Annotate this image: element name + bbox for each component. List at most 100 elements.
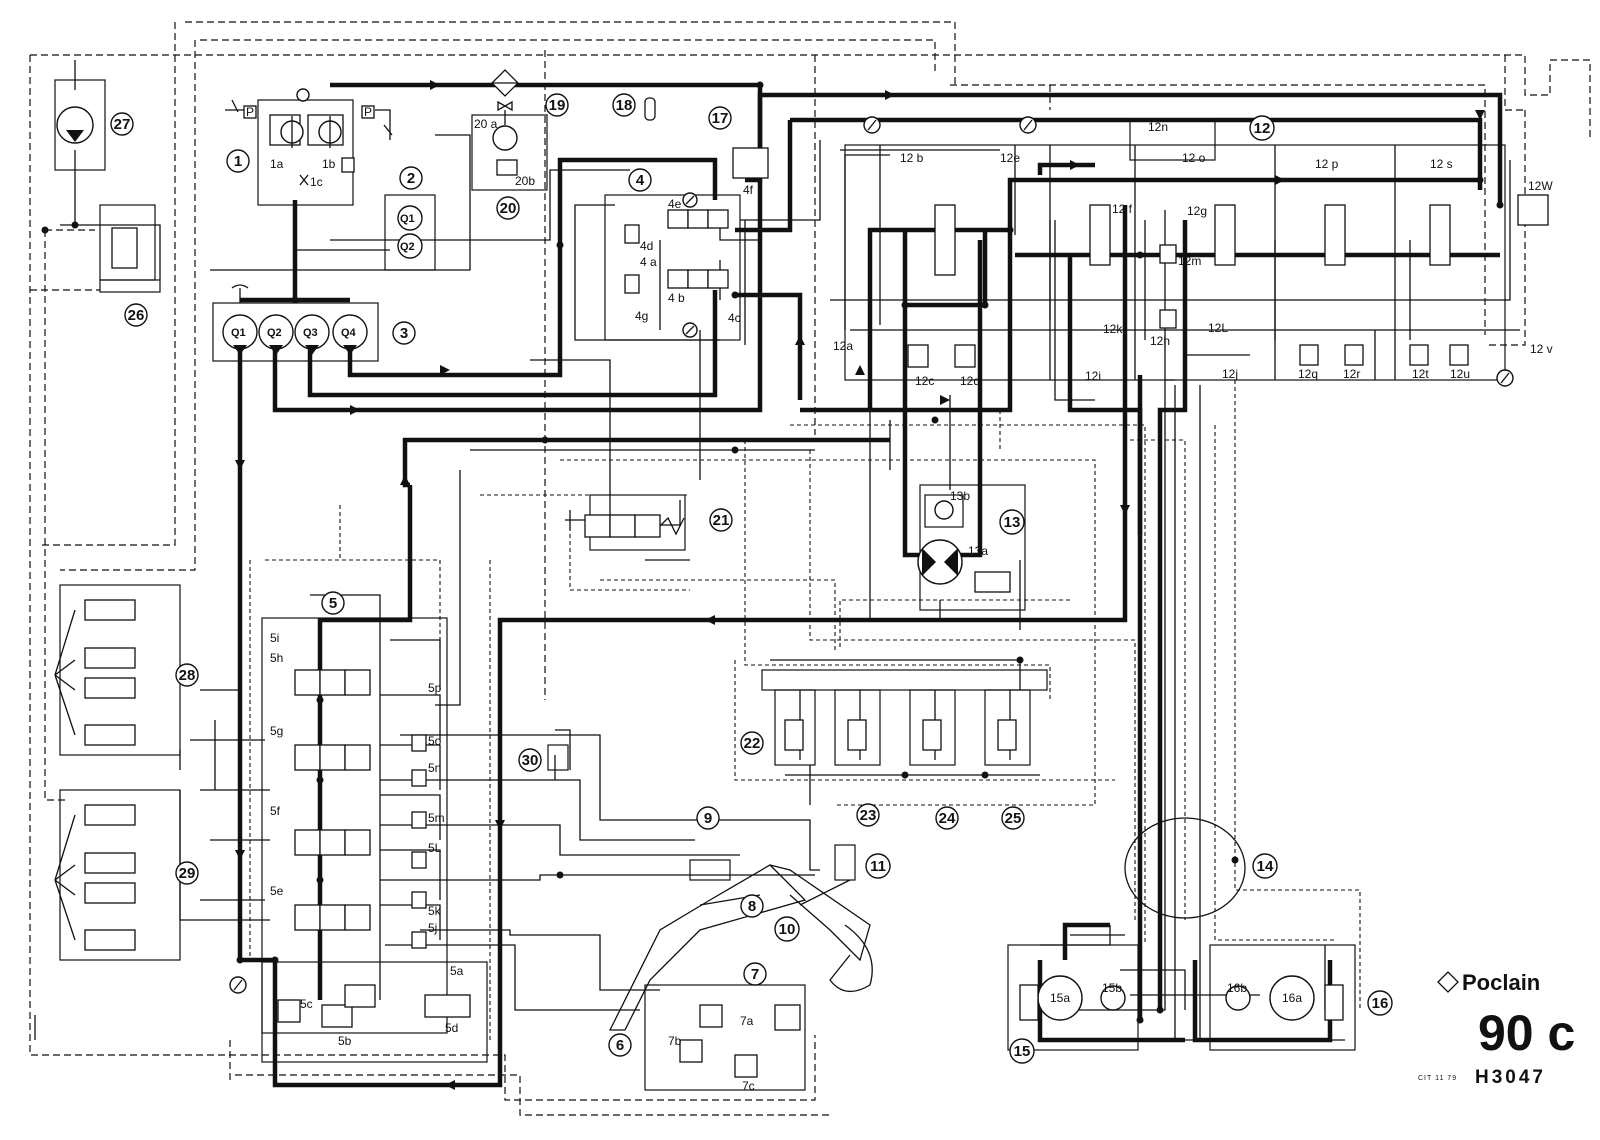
travel-motors: 15a 15b 16a 16b — [1007, 817, 1356, 1051]
label-5e: 5e — [270, 884, 284, 898]
svg-text:2: 2 — [407, 170, 415, 187]
callout-6: 6 — [608, 1033, 632, 1057]
component-13-slew-motor: 13b 13a — [917, 484, 1026, 611]
callout-4: 4 — [628, 168, 652, 192]
svg-text:13: 13 — [1004, 514, 1021, 531]
callout-17: 17 — [708, 106, 732, 130]
callout-24: 24 — [935, 806, 959, 830]
label-p2: P — [364, 105, 372, 119]
label-12l: 12L — [1208, 321, 1228, 335]
flow-arrows — [235, 80, 1485, 1090]
callout-14: 14 — [1252, 853, 1278, 879]
components-18-19-20: 20 a 20b — [471, 69, 656, 191]
label-7c: 7c — [742, 1079, 755, 1093]
pilot-lines — [29, 21, 1591, 1116]
pump-q1: Q1 — [231, 327, 246, 339]
svg-text:20: 20 — [500, 200, 517, 217]
callout-29: 29 — [175, 861, 199, 885]
svg-text:29: 29 — [179, 865, 196, 882]
label-4b: 4 b — [668, 291, 685, 305]
callout-22: 22 — [740, 731, 764, 755]
label-1a: 1a — [270, 157, 284, 171]
label-15a: 15a — [1050, 991, 1070, 1005]
label-5g: 5g — [270, 724, 283, 738]
callout-27: 27 — [110, 112, 134, 136]
svg-text:4: 4 — [636, 172, 645, 189]
callout-21: 21 — [709, 508, 733, 532]
svg-text:17: 17 — [712, 110, 729, 127]
svg-text:14: 14 — [1257, 858, 1274, 875]
pump-q3: Q3 — [303, 327, 318, 339]
label-12t: 12t — [1412, 367, 1429, 381]
label-12c: 12c — [915, 374, 934, 388]
thin-lines — [34, 60, 1520, 1041]
label-12s: 12 s — [1430, 157, 1453, 171]
drawing-reference: H3047 — [1475, 1067, 1546, 1088]
label-12i: 12i — [1085, 369, 1101, 383]
pump2-q2: Q2 — [400, 241, 415, 253]
label-4g: 4g — [635, 309, 648, 323]
boom-arm-bucket: 7a 7b 7c — [608, 864, 873, 1093]
label-12f: 12 f — [1112, 202, 1133, 216]
title-block: Poclain 90 c CIT 11 79 H3047 — [1418, 970, 1575, 1088]
callout-18: 18 — [612, 93, 636, 117]
callout-5: 5 — [321, 591, 345, 615]
label-5c: 5c — [300, 997, 313, 1011]
component-3-main-pumps: Q1 Q2 Q3 Q4 — [212, 284, 379, 362]
label-1b: 1b — [322, 157, 336, 171]
label-p1: P — [246, 105, 254, 119]
pump2-q1: Q1 — [400, 213, 415, 225]
components-22-25 — [761, 669, 1048, 766]
label-13a: 13a — [968, 544, 988, 558]
label-5k: 5k — [428, 904, 442, 918]
label-20b: 20b — [515, 174, 535, 188]
component-12-valve-bank: 12 b 12e 12n 12 o 12 p 12 s 12W 12 f 12g… — [833, 119, 1553, 388]
label-4a: 4 a — [640, 255, 657, 269]
label-12d: 12d — [960, 374, 980, 388]
label-4c: 4c — [728, 311, 741, 325]
callout-28: 28 — [175, 663, 199, 687]
pump-q2: Q2 — [267, 327, 282, 339]
label-5b: 5b — [338, 1034, 352, 1048]
callout-30: 30 — [518, 748, 542, 772]
component-2-pump: Q1 Q2 — [384, 194, 436, 271]
label-12o: 12 o — [1182, 151, 1206, 165]
main-pressure-lines — [237, 82, 1503, 1088]
label-4d: 4d — [640, 239, 653, 253]
label-16a: 16a — [1282, 991, 1302, 1005]
label-12r: 12r — [1343, 367, 1360, 381]
callout-19: 19 — [545, 93, 569, 117]
svg-text:26: 26 — [128, 307, 145, 324]
brand-name: Poclain — [1462, 970, 1540, 995]
component-21 — [565, 494, 686, 551]
svg-text:10: 10 — [779, 921, 796, 938]
label-7a: 7a — [740, 1014, 754, 1028]
svg-text:8: 8 — [748, 898, 756, 915]
callout-25: 25 — [1001, 806, 1025, 830]
label-5l: 5L — [428, 841, 442, 855]
callout-13: 13 — [999, 509, 1025, 535]
callout-20: 20 — [496, 196, 520, 220]
svg-text:24: 24 — [939, 810, 956, 827]
label-1c: 1c — [310, 175, 323, 189]
callout-3: 3 — [392, 321, 416, 345]
callout-16: 16 — [1367, 990, 1393, 1016]
callout-7: 7 — [743, 962, 767, 986]
component-1-tank: P P 1a 1b 1c — [225, 88, 393, 206]
label-12a: 12a — [833, 339, 853, 353]
svg-text:30: 30 — [522, 752, 539, 769]
svg-text:9: 9 — [704, 810, 712, 827]
label-20a: 20 a — [474, 117, 498, 131]
label-16b: 16b — [1227, 981, 1247, 995]
svg-text:18: 18 — [616, 97, 633, 114]
svg-text:16: 16 — [1372, 995, 1389, 1012]
label-4f: 4f — [743, 183, 754, 197]
label-5f: 5f — [270, 804, 281, 818]
components-26-30 — [54, 79, 856, 961]
label-12u: 12u — [1450, 367, 1470, 381]
callout-8: 8 — [740, 894, 764, 918]
label-15b: 15b — [1102, 981, 1122, 995]
label-12p: 12 p — [1315, 157, 1339, 171]
label-5a: 5a — [450, 964, 464, 978]
svg-text:21: 21 — [713, 512, 730, 529]
